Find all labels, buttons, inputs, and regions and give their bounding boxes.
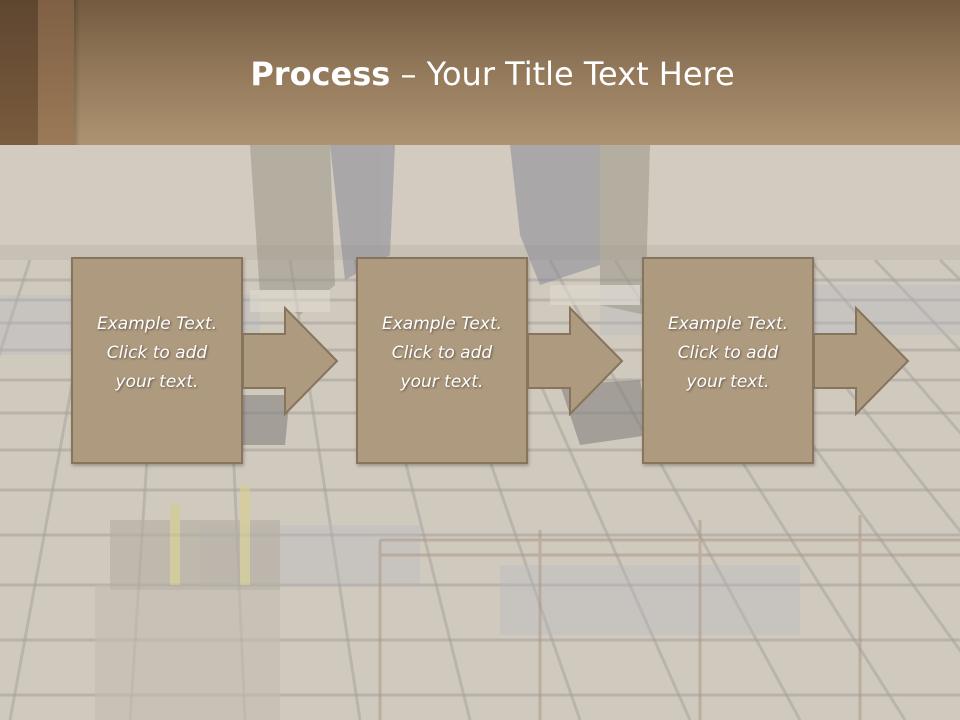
header-stripe-mid — [38, 0, 74, 145]
slide-title-rest: – Your Title Text Here — [390, 55, 735, 93]
process-step-1[interactable]: Example Text. Click to add your text. — [71, 257, 243, 464]
header-stripe-dark — [0, 0, 38, 145]
header-shade — [74, 0, 80, 145]
process-step-1-text[interactable]: Example Text. Click to add your text. — [96, 314, 218, 392]
process-step-2-text[interactable]: Example Text. Click to add your text. — [381, 314, 503, 392]
title-header: Process – Your Title Text Here — [0, 0, 960, 145]
process-step-2[interactable]: Example Text. Click to add your text. — [356, 257, 528, 464]
process-arrow-3 — [814, 306, 910, 416]
slide-title[interactable]: Process – Your Title Text Here — [0, 52, 960, 96]
process-step-3-text[interactable]: Example Text. Click to add your text. — [667, 314, 789, 392]
process-arrow-1 — [243, 306, 339, 416]
process-step-3[interactable]: Example Text. Click to add your text. — [642, 257, 814, 464]
slide-title-bold: Process — [250, 55, 391, 93]
process-arrow-2 — [528, 306, 624, 416]
